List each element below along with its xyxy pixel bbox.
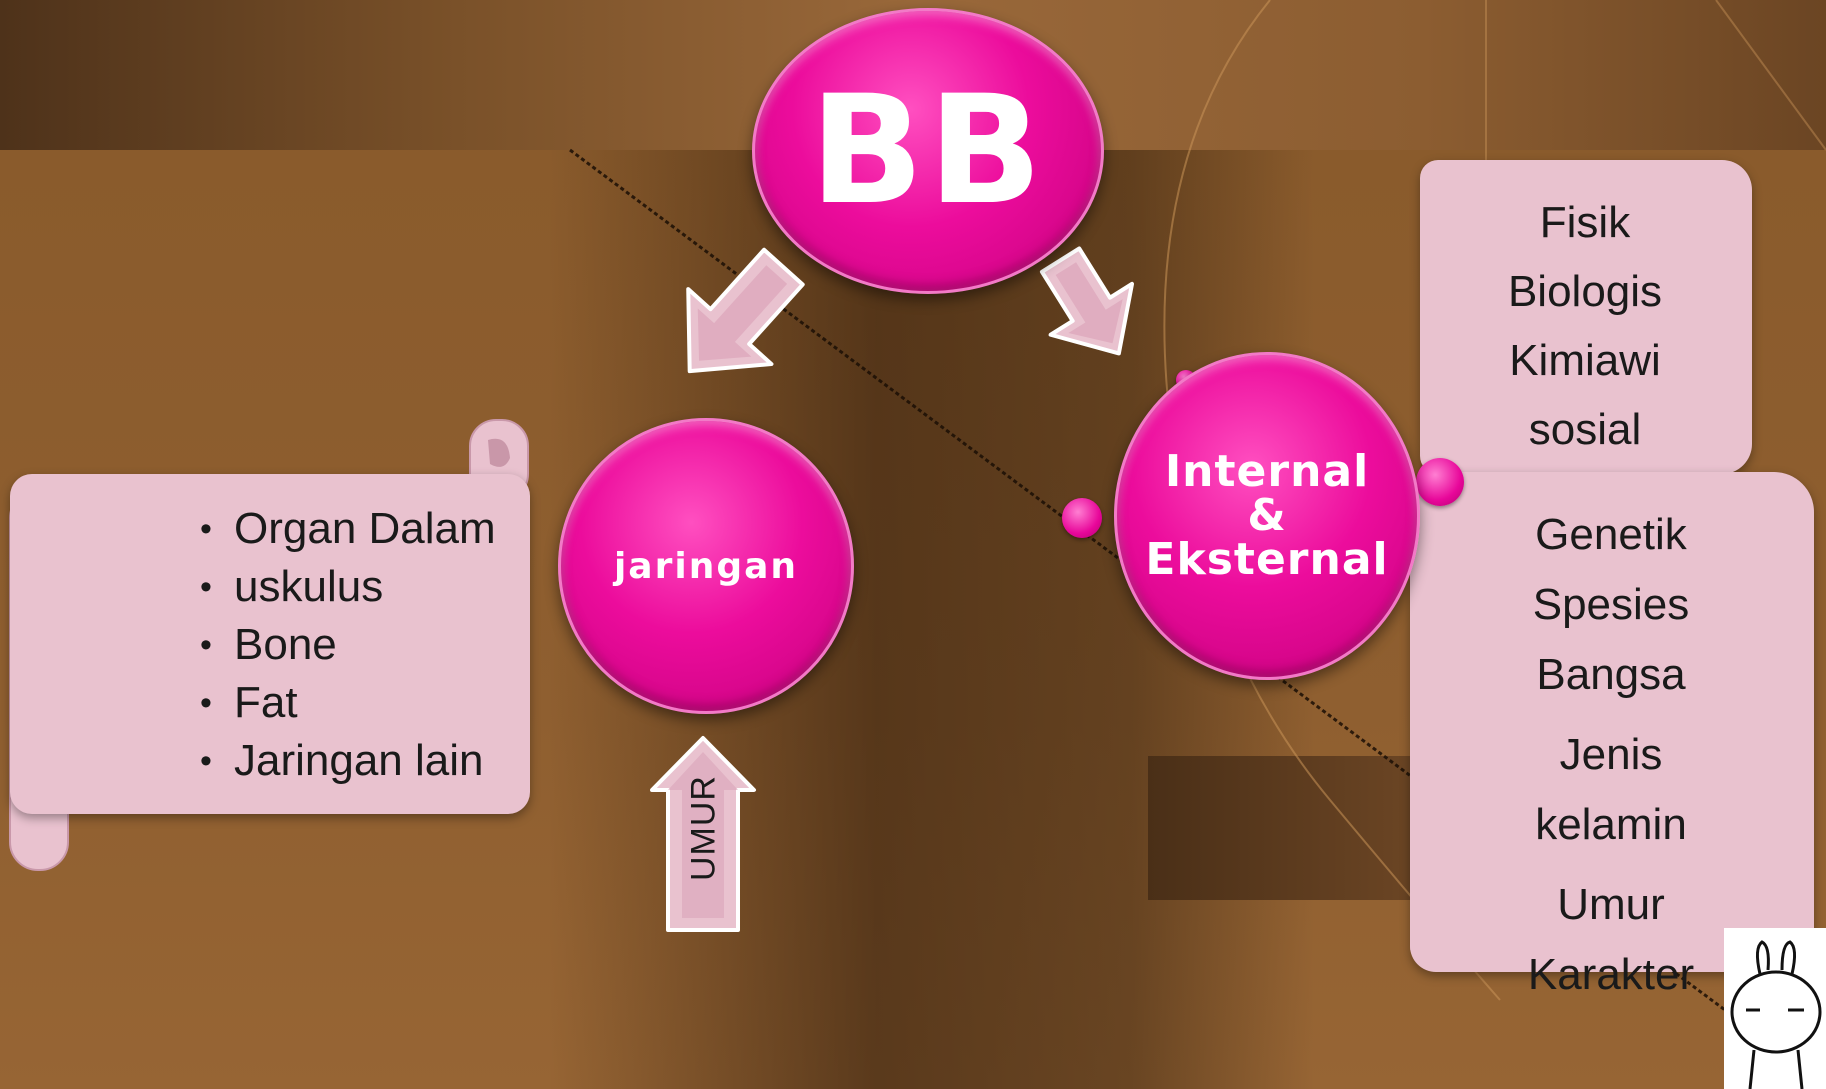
- root-node-label: BB: [809, 64, 1047, 238]
- list-item: Genetik: [1535, 510, 1687, 559]
- right-bottom-wave-panel: [1410, 472, 1814, 972]
- list-item: Fisik: [1539, 198, 1631, 247]
- tissue-list: Organ Dalam uskulus Bone Fat Jaringan la…: [196, 500, 496, 790]
- node-internal-eksternal-label: Internal & Eksternal: [1145, 450, 1388, 582]
- umur-label-text: UMUR: [684, 775, 723, 881]
- node-jaringan: jaringan: [558, 418, 854, 714]
- down-right-arrow-icon: [1039, 246, 1135, 356]
- list-item: Spesies: [1532, 580, 1690, 629]
- down-left-arrow-icon: [686, 247, 805, 374]
- label-line: Eksternal: [1145, 534, 1389, 585]
- node-jaringan-label: jaringan: [613, 545, 799, 587]
- list-item: Jaringan lain: [196, 732, 496, 790]
- connector-bead: [1416, 458, 1464, 506]
- list-item: Jenis kelamin: [1446, 710, 1776, 870]
- list-item: Bangsa: [1536, 650, 1686, 699]
- up-arrow-icon: [650, 736, 756, 932]
- list-item: sosial: [1528, 405, 1642, 454]
- list-item-line: Jenis: [1559, 730, 1663, 779]
- list-item: Karakter: [1527, 950, 1695, 999]
- bunny-mascot-icon: [1724, 928, 1826, 1089]
- bunny-mascot-drawing: [1730, 940, 1822, 1089]
- decorative-line-corner: [1715, 0, 1826, 151]
- list-item: Bone: [196, 616, 496, 674]
- right-top-wave-panel: [1420, 160, 1752, 474]
- list-item-line: kelamin: [1535, 800, 1687, 849]
- external-factors-list: Fisik Biologis Kimiawi sosial: [1460, 188, 1710, 464]
- root-node-bb: BB: [752, 8, 1104, 294]
- list-item: Kimiawi: [1509, 336, 1661, 385]
- connector-bead: [1062, 498, 1102, 538]
- list-item: Organ Dalam: [196, 500, 496, 558]
- label-line: Internal: [1164, 446, 1370, 497]
- internal-factors-list: Genetik Spesies Bangsa Jenis kelamin Umu…: [1446, 500, 1776, 1010]
- label-line: &: [1247, 490, 1287, 541]
- list-item: uskulus: [196, 558, 496, 616]
- list-item: Fat: [196, 674, 496, 732]
- list-item: Biologis: [1507, 267, 1663, 316]
- node-internal-eksternal: Internal & Eksternal: [1114, 352, 1420, 680]
- list-item: Umur: [1557, 880, 1665, 929]
